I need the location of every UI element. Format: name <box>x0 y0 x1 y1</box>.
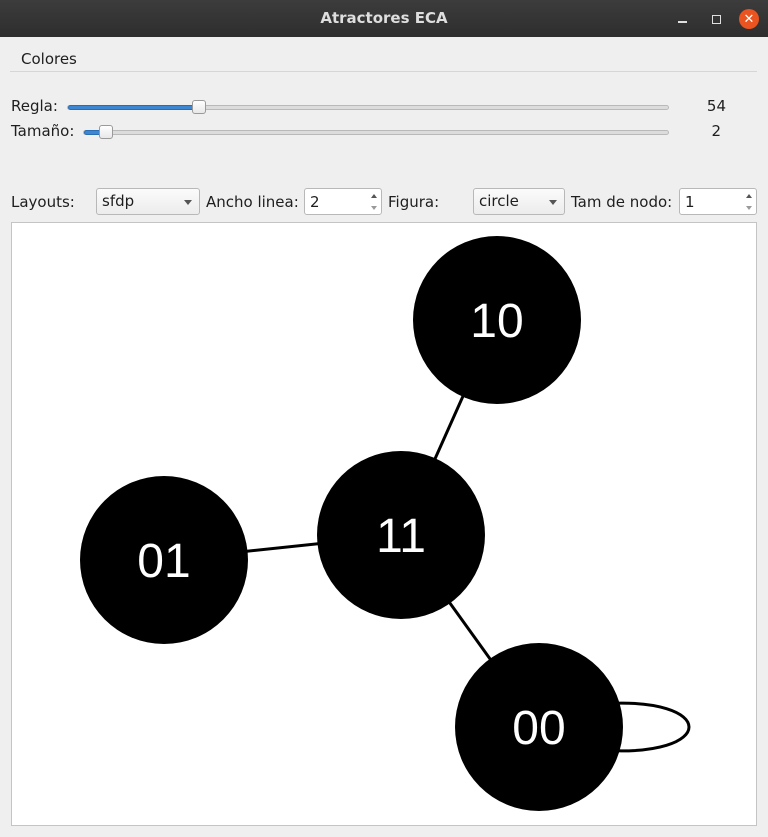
tamano-label: Tamaño: <box>11 122 75 140</box>
arrow-up-icon <box>371 194 377 198</box>
graph-svg: 10 11 01 00 <box>80 236 691 811</box>
tamano-slider-handle[interactable] <box>99 125 113 139</box>
tam-nodo-spinbox[interactable] <box>679 188 757 215</box>
regla-value: 54 <box>706 97 726 115</box>
tam-nodo-label: Tam de nodo: <box>571 193 673 211</box>
arrow-down-icon <box>746 206 752 210</box>
ancho-linea-decrement[interactable] <box>369 202 379 214</box>
graph-node-label-10: 10 <box>470 295 523 348</box>
tamano-row: Tamaño: 2 <box>11 122 751 142</box>
tamano-slider[interactable] <box>83 130 669 135</box>
graph-node-label-11: 11 <box>376 510 426 563</box>
ancho-linea-input[interactable] <box>305 189 367 214</box>
chevron-down-icon <box>184 200 192 205</box>
graph-node-label-00: 00 <box>512 702 565 755</box>
regla-slider[interactable] <box>67 105 669 110</box>
regla-slider-fill <box>68 105 200 110</box>
arrow-down-icon <box>371 206 377 210</box>
regla-slider-handle[interactable] <box>192 100 206 114</box>
graph-node-00[interactable] <box>455 643 623 811</box>
minimize-icon <box>677 21 687 23</box>
figura-select[interactable]: circle <box>473 188 565 215</box>
maximize-icon <box>711 14 721 24</box>
arrow-up-icon <box>746 194 752 198</box>
tamano-value: 2 <box>711 122 721 140</box>
graph-node-10[interactable] <box>413 236 581 404</box>
graph-edge-00-00 <box>598 701 691 753</box>
ancho-linea-spinbox[interactable] <box>304 188 382 215</box>
graph-node-11[interactable] <box>317 451 485 619</box>
close-icon: ✕ <box>743 11 755 27</box>
figura-value: circle <box>479 192 519 210</box>
graph-canvas[interactable]: 10 11 01 00 <box>11 222 757 826</box>
figura-label: Figura: <box>388 193 440 211</box>
ancho-linea-increment[interactable] <box>369 190 379 202</box>
minimize-button[interactable] <box>672 9 692 29</box>
window-title: Atractores ECA <box>320 9 448 27</box>
chevron-down-icon <box>549 200 557 205</box>
layouts-label: Layouts: <box>11 193 75 211</box>
tam-nodo-increment[interactable] <box>744 190 754 202</box>
menu-colores[interactable]: Colores <box>21 50 77 68</box>
title-bar[interactable]: Atractores ECA ✕ <box>0 0 768 37</box>
tam-nodo-input[interactable] <box>680 189 742 214</box>
maximize-button[interactable] <box>706 9 726 29</box>
layouts-value: sfdp <box>102 192 135 210</box>
layouts-select[interactable]: sfdp <box>96 188 200 215</box>
graph-node-label-01: 01 <box>137 535 190 588</box>
close-button[interactable]: ✕ <box>739 9 759 29</box>
tam-nodo-decrement[interactable] <box>744 202 754 214</box>
regla-row: Regla: 54 <box>11 97 751 117</box>
regla-label: Regla: <box>11 97 58 115</box>
ancho-linea-label: Ancho linea: <box>206 193 299 211</box>
graph-node-01[interactable] <box>80 476 248 644</box>
menu-bar: Colores <box>10 45 757 72</box>
